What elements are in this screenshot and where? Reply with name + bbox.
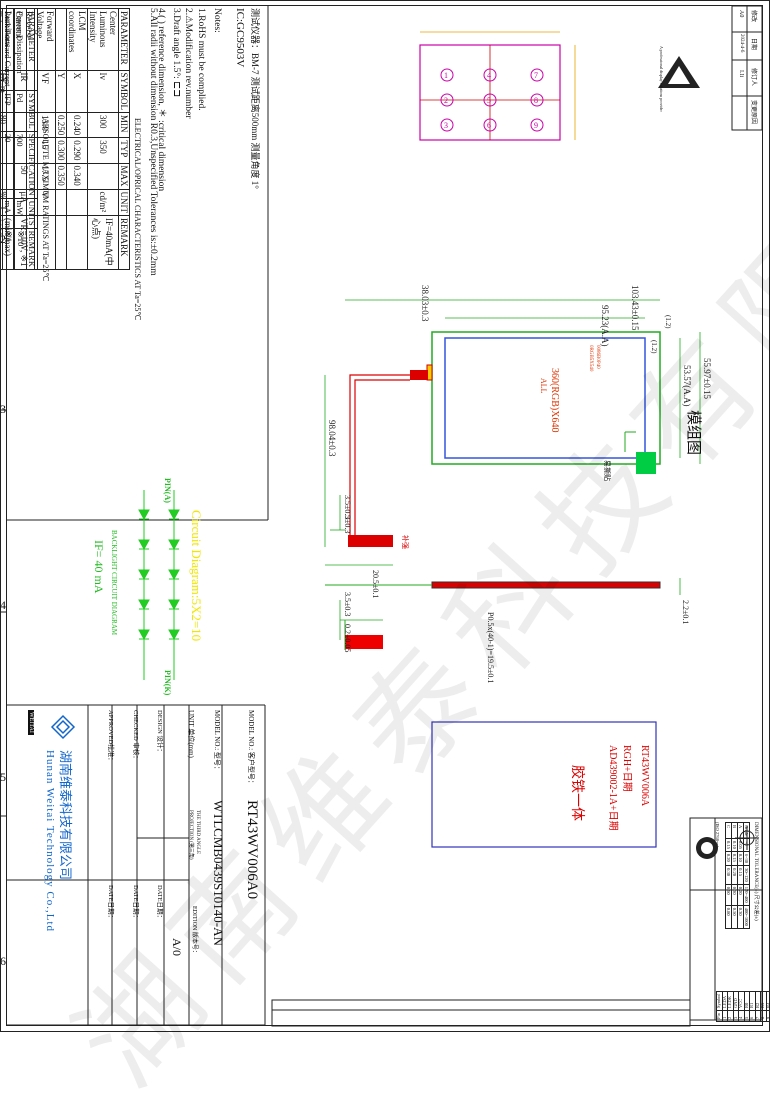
tolerance-table-cell: 0.30 — [731, 884, 738, 906]
dimension-label: 0.2±0.05 — [343, 624, 352, 653]
grid-number-2: 2 — [0, 232, 6, 246]
label-line-3: AD439002-1A+日期 — [607, 745, 618, 831]
dimension-label: 5±0.3 — [343, 515, 352, 534]
pin-table-cell: R4 — [766, 991, 770, 1011]
test-point-label: 4 — [487, 71, 491, 80]
dimension-label: (1.2) — [650, 340, 658, 354]
pin-table-cell: 9 — [766, 1010, 770, 1022]
test-point-label: 2 — [444, 96, 448, 105]
tolerance-table-cell: 0.30 — [725, 865, 732, 885]
test-point-circle — [530, 93, 544, 107]
test-point-label: 3 — [444, 121, 448, 130]
led-symbol — [138, 539, 150, 551]
grid-number-1: 1 — [0, 70, 6, 84]
dimension-label: 53.57(A.A) — [682, 365, 692, 407]
sheet-frame — [0, 0, 770, 1032]
label-line-2: RGH+日期 — [621, 745, 632, 792]
dimension-label: 55.97±0.15 — [702, 358, 712, 399]
backlight-led-array — [138, 490, 180, 680]
tolerance-table-cell: 120~400 — [743, 884, 750, 906]
tolerance-table-cell: 0.20 — [731, 865, 738, 885]
tolerance-table-cell: 30~120 — [743, 865, 750, 885]
test-point-label: 6 — [487, 121, 491, 130]
label-foot: 胶铁一体 — [569, 765, 584, 821]
tolerance-table-cell: 0.20 — [725, 851, 732, 866]
test-point-circle — [483, 118, 497, 132]
test-point-label: 7 — [534, 71, 538, 80]
dimension-label: (1.2) — [664, 315, 672, 329]
tolerance-table-cell: 6~30 — [743, 851, 750, 866]
easy-tear-label: 易撕贴 — [603, 460, 611, 481]
crosshair-icon — [735, 826, 759, 850]
test-point-circle — [440, 118, 454, 132]
fpc-stiffener — [348, 535, 393, 547]
company-logo-icon — [50, 714, 76, 740]
grid-number-6: 6 — [0, 954, 6, 968]
tolerance-table-cell: C — [725, 822, 732, 839]
drawing-title: 模组图 — [685, 410, 701, 456]
grid-number-5: 5 — [0, 770, 6, 784]
active-area — [444, 337, 646, 459]
fpc-bond — [410, 370, 428, 380]
dimension-label: 98.04±0.3 — [327, 420, 337, 457]
led-symbol — [138, 569, 150, 581]
dimension-label: P0.5x(40-1)=19.5±0.1 — [486, 612, 495, 684]
tolerance-table-cell: 0.15 — [737, 865, 744, 885]
test-point-circle — [530, 68, 544, 82]
panel-id-1: 0086B0P40 — [595, 345, 600, 369]
dimension-label: 2.2±0.1 — [681, 600, 690, 625]
led-symbol — [138, 599, 150, 611]
tolerance-table-cell: 0.20 — [737, 884, 744, 906]
led-symbol — [168, 569, 180, 581]
test-point-circle — [530, 118, 544, 132]
tolerance-table-cell: 0.80 — [725, 905, 732, 929]
label-line-1: RT43WV006A — [639, 745, 650, 807]
test-point-circle — [483, 68, 497, 82]
panel-id-2: 0RGB5X540 — [588, 345, 593, 372]
tolerance-table-cell: 400~1000 — [743, 905, 750, 929]
test-point-label: 5 — [487, 96, 491, 105]
test-point-circle — [483, 93, 497, 107]
panel-resolution: 360(RGB)X640 — [549, 368, 560, 433]
stiffener-label: 补强 — [401, 535, 409, 549]
dimension-label: 95.23(A.A) — [600, 305, 610, 347]
dimension-label: 38.03±0.3 — [420, 285, 430, 322]
easy-tear-tab — [636, 452, 656, 474]
grid-number-3: 3 — [0, 402, 6, 416]
led-symbol — [138, 629, 150, 641]
led-symbol — [168, 539, 180, 551]
connector-pin-strip — [345, 635, 383, 649]
test-point-label: 9 — [534, 121, 538, 130]
tolerance-table-cell: 0.15 — [731, 851, 738, 866]
test-point-circle — [440, 93, 454, 107]
tolerance-table-cell: 0.15 — [725, 838, 732, 852]
cert-logo-icon — [696, 837, 718, 859]
label-area-box — [431, 721, 657, 848]
test-point-label: 8 — [534, 96, 538, 105]
tolerance-table-cell: 0.10 — [737, 851, 744, 866]
manufacturer-logo-icon — [658, 56, 700, 88]
tolerance-table-cell: 0.30 — [737, 905, 744, 929]
led-symbol — [168, 599, 180, 611]
grid-number-4: 4 — [0, 598, 6, 612]
test-point-circle — [440, 68, 454, 82]
side-view-glass — [431, 581, 661, 589]
dimension-label: 103.43±0.15 — [630, 285, 640, 331]
module-outline — [431, 331, 661, 465]
led-symbol — [168, 629, 180, 641]
panel-sub: ALL — [539, 378, 548, 394]
test-point-label: 1 — [444, 71, 448, 80]
tolerance-table-cell: 0.50 — [731, 905, 738, 929]
module-drawing: 1 2 3 4 5 6 7 8 9 — [324, 31, 701, 848]
dimension-label: 3.5±0.3 — [343, 592, 352, 617]
dimension-label: 20.5±0.1 — [371, 570, 380, 599]
tolerance-table-cell: 0.50 — [725, 884, 732, 906]
